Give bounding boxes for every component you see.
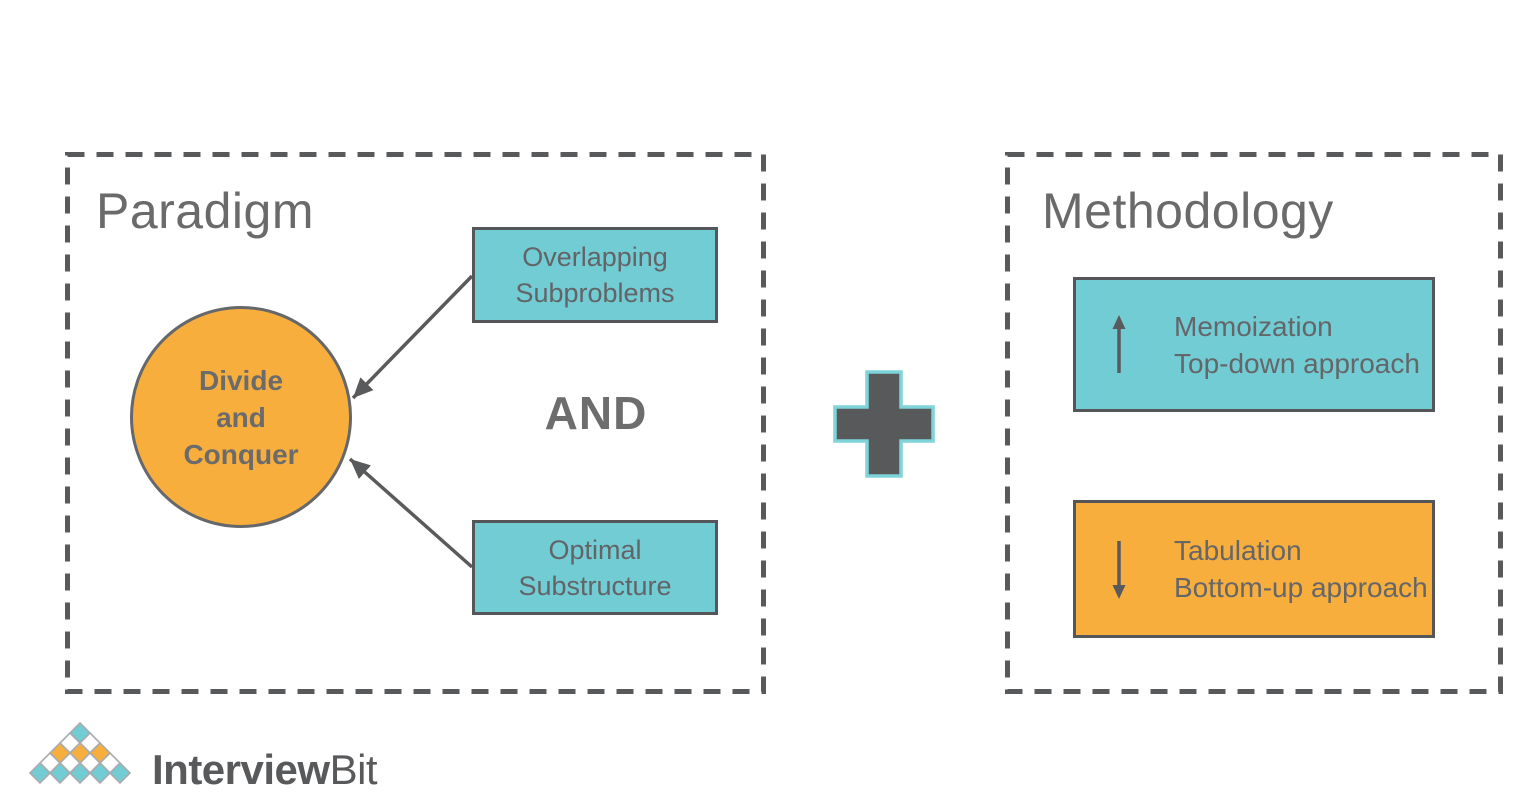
- logo-diamond: [108, 761, 132, 785]
- logo-diamond: [28, 761, 52, 785]
- method-text-line: Bottom-up approach: [1174, 572, 1428, 603]
- method-text-line: Tabulation: [1174, 535, 1302, 566]
- methodology-section-title: Methodology: [1042, 183, 1334, 239]
- memoization-box: Memoization Top-down approach: [1073, 277, 1435, 412]
- memoization-text: Memoization Top-down approach: [1174, 308, 1420, 382]
- interviewbit-logo-text: InterviewBit: [152, 746, 378, 794]
- optimal-substructure-box: Optimal Substructure: [472, 520, 718, 615]
- circle-text-line: Conquer: [183, 438, 299, 470]
- logo-diamond: [48, 761, 72, 785]
- arrow-overlapping-to-circle: [351, 274, 474, 400]
- logo-diamond: [68, 761, 92, 785]
- arrow-optimal-to-circle: [348, 457, 474, 569]
- paradigm-section-title: Paradigm: [96, 183, 314, 239]
- methodology-dashed-border: [1005, 152, 1503, 694]
- box-text-line: Optimal: [548, 534, 642, 565]
- tabulation-text: Tabulation Bottom-up approach: [1174, 532, 1428, 606]
- circle-text-line: Divide: [198, 364, 284, 396]
- logo-diamond: [88, 761, 112, 785]
- circle-text-line: and: [216, 401, 266, 433]
- box-text-line: Substructure: [518, 570, 672, 601]
- paradigm-dashed-border: [65, 152, 766, 694]
- box-text-line: Overlapping: [522, 242, 668, 272]
- interviewbit-logo: InterviewBit: [30, 722, 378, 794]
- logo-pyramid-spacer: [30, 722, 130, 784]
- box-text-line: Subproblems: [515, 278, 675, 308]
- logo-text-bit: Bit: [329, 746, 378, 793]
- logo-text-interview: Interview: [152, 746, 330, 793]
- up-arrow-icon: [1112, 314, 1126, 373]
- method-text-line: Memoization: [1174, 310, 1333, 342]
- overlapping-subproblems-box: Overlapping Subproblems: [472, 227, 718, 323]
- and-connector-label: AND: [544, 387, 648, 439]
- divide-and-conquer-circle: Divide and Conquer: [130, 306, 352, 528]
- tabulation-box: Tabulation Bottom-up approach: [1073, 500, 1435, 638]
- plus-icon: [833, 370, 935, 478]
- down-arrow-icon: [1112, 541, 1126, 599]
- pyramid-logo-icon: [28, 721, 132, 785]
- method-text-line: Top-down approach: [1174, 347, 1420, 379]
